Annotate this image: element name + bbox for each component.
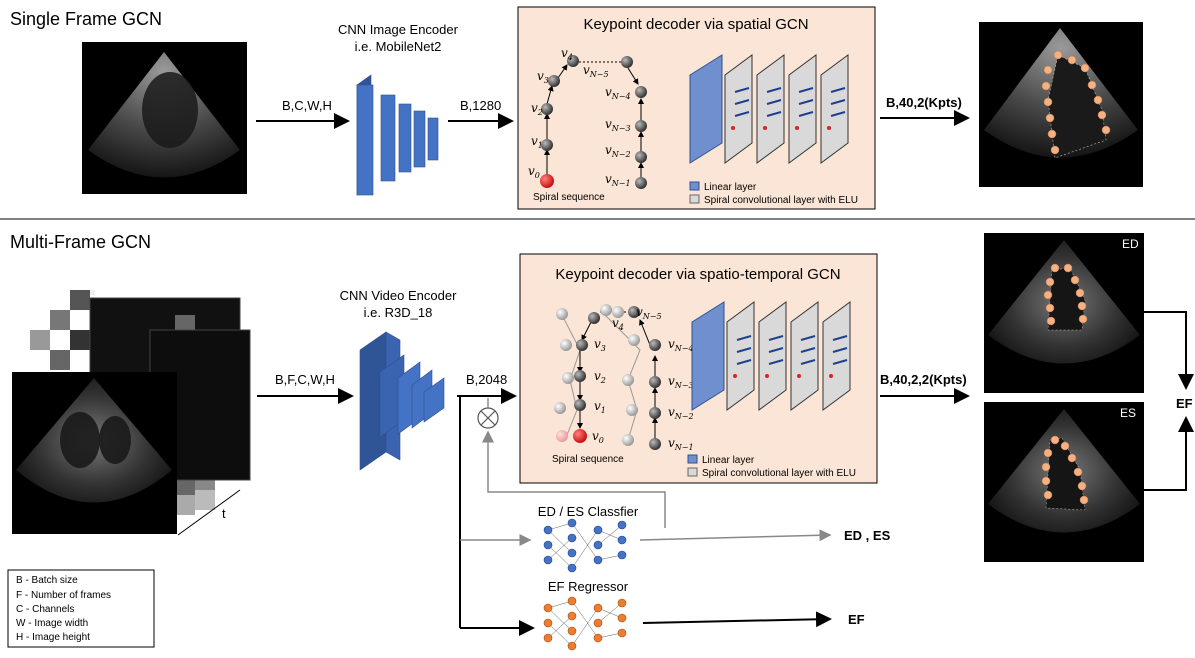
single-input-dims: B,C,W,H <box>282 98 332 113</box>
abbreviation-legend: B - Batch size F - Number of frames C - … <box>7 569 155 648</box>
svg-text:v1: v1 <box>594 399 606 415</box>
single-legend-spiral: Spiral convolutional layer with ELU <box>704 195 858 206</box>
classifier-output: ED , ES <box>844 528 891 543</box>
multi-encoder-blocks <box>359 331 445 471</box>
frame-ed-label: ED <box>1122 237 1139 251</box>
single-decoder-panel: Keypoint decoder via spatial GCN v0 v1 v… <box>517 6 876 210</box>
multi-feature-dims: B,2048 <box>466 372 507 387</box>
multi-input-dims: B,F,C,W,H <box>275 372 335 387</box>
regressor-title: EF Regressor <box>548 579 629 594</box>
legend-item: F - Number of frames <box>16 590 111 601</box>
multi-legend-linear: Linear layer <box>702 455 755 466</box>
svg-text:v1: v1 <box>531 134 543 150</box>
classifier-feedback-arrow <box>482 430 666 528</box>
legend-item: B - Batch size <box>16 575 78 586</box>
classifier-network-icon <box>543 518 627 573</box>
svg-text:v0: v0 <box>528 164 540 180</box>
svg-text:v3: v3 <box>537 69 549 85</box>
frame-es-label: ES <box>1120 406 1136 420</box>
es-to-ef-arrow <box>1144 416 1194 491</box>
multi-time-axis: t <box>222 506 226 521</box>
multi-spiral-caption: Spiral sequence <box>552 454 624 465</box>
classifier-out-arrow <box>639 529 832 542</box>
spiral-node-v0 <box>540 174 554 188</box>
single-output-image <box>979 22 1143 187</box>
ed-to-ef-arrow <box>1144 311 1194 390</box>
single-encoder-subtitle: i.e. MobileNet2 <box>355 39 442 54</box>
regressor-output: EF <box>848 612 865 627</box>
svg-text:v3: v3 <box>594 337 606 353</box>
legend-item: C - Channels <box>16 604 74 615</box>
legend-item: W - Image width <box>16 618 88 629</box>
svg-text:v0: v0 <box>592 429 604 445</box>
output-frame-es: ES <box>984 402 1144 562</box>
multi-legend-spiral: Spiral convolutional layer with ELU <box>702 468 856 479</box>
single-encoder-blocks <box>356 74 439 196</box>
single-encoder-title: CNN Image Encoder <box>338 22 459 37</box>
section-title-multi: Multi-Frame GCN <box>10 232 151 252</box>
svg-text:v2: v2 <box>594 369 606 385</box>
single-spiral-caption: Spiral sequence <box>533 192 605 203</box>
multiply-node <box>477 407 499 429</box>
regressor-network-icon <box>543 596 627 651</box>
output-frame-ed: ED <box>984 233 1144 393</box>
multi-output-dims: B,40,2,2(Kpts) <box>880 372 967 387</box>
section-title-single: Single Frame GCN <box>10 9 162 29</box>
svg-text:v2: v2 <box>531 101 543 117</box>
classifier-title: ED / ES Classfier <box>538 504 639 519</box>
svg-text:v4: v4 <box>561 46 573 62</box>
single-decoder-title: Keypoint decoder via spatial GCN <box>583 16 808 33</box>
multi-encoder-title: CNN Video Encoder <box>340 288 457 303</box>
regressor-out-arrow <box>642 611 832 628</box>
single-feature-dims: B,1280 <box>460 98 501 113</box>
multi-decoder-panel: Keypoint decoder via spatio-temporal GCN <box>519 253 878 484</box>
multi-input-stack: t <box>12 290 251 536</box>
svg-text:v4: v4 <box>612 316 624 332</box>
multi-decoder-title: Keypoint decoder via spatio-temporal GCN <box>555 266 840 283</box>
ef-final-label: EF <box>1176 396 1193 411</box>
single-output-dims: B,40,2(Kpts) <box>886 95 962 110</box>
single-input-image <box>82 42 247 194</box>
single-legend-linear: Linear layer <box>704 182 757 193</box>
multi-encoder-subtitle: i.e. R3D_18 <box>364 305 433 320</box>
legend-item: H - Image height <box>16 632 90 643</box>
